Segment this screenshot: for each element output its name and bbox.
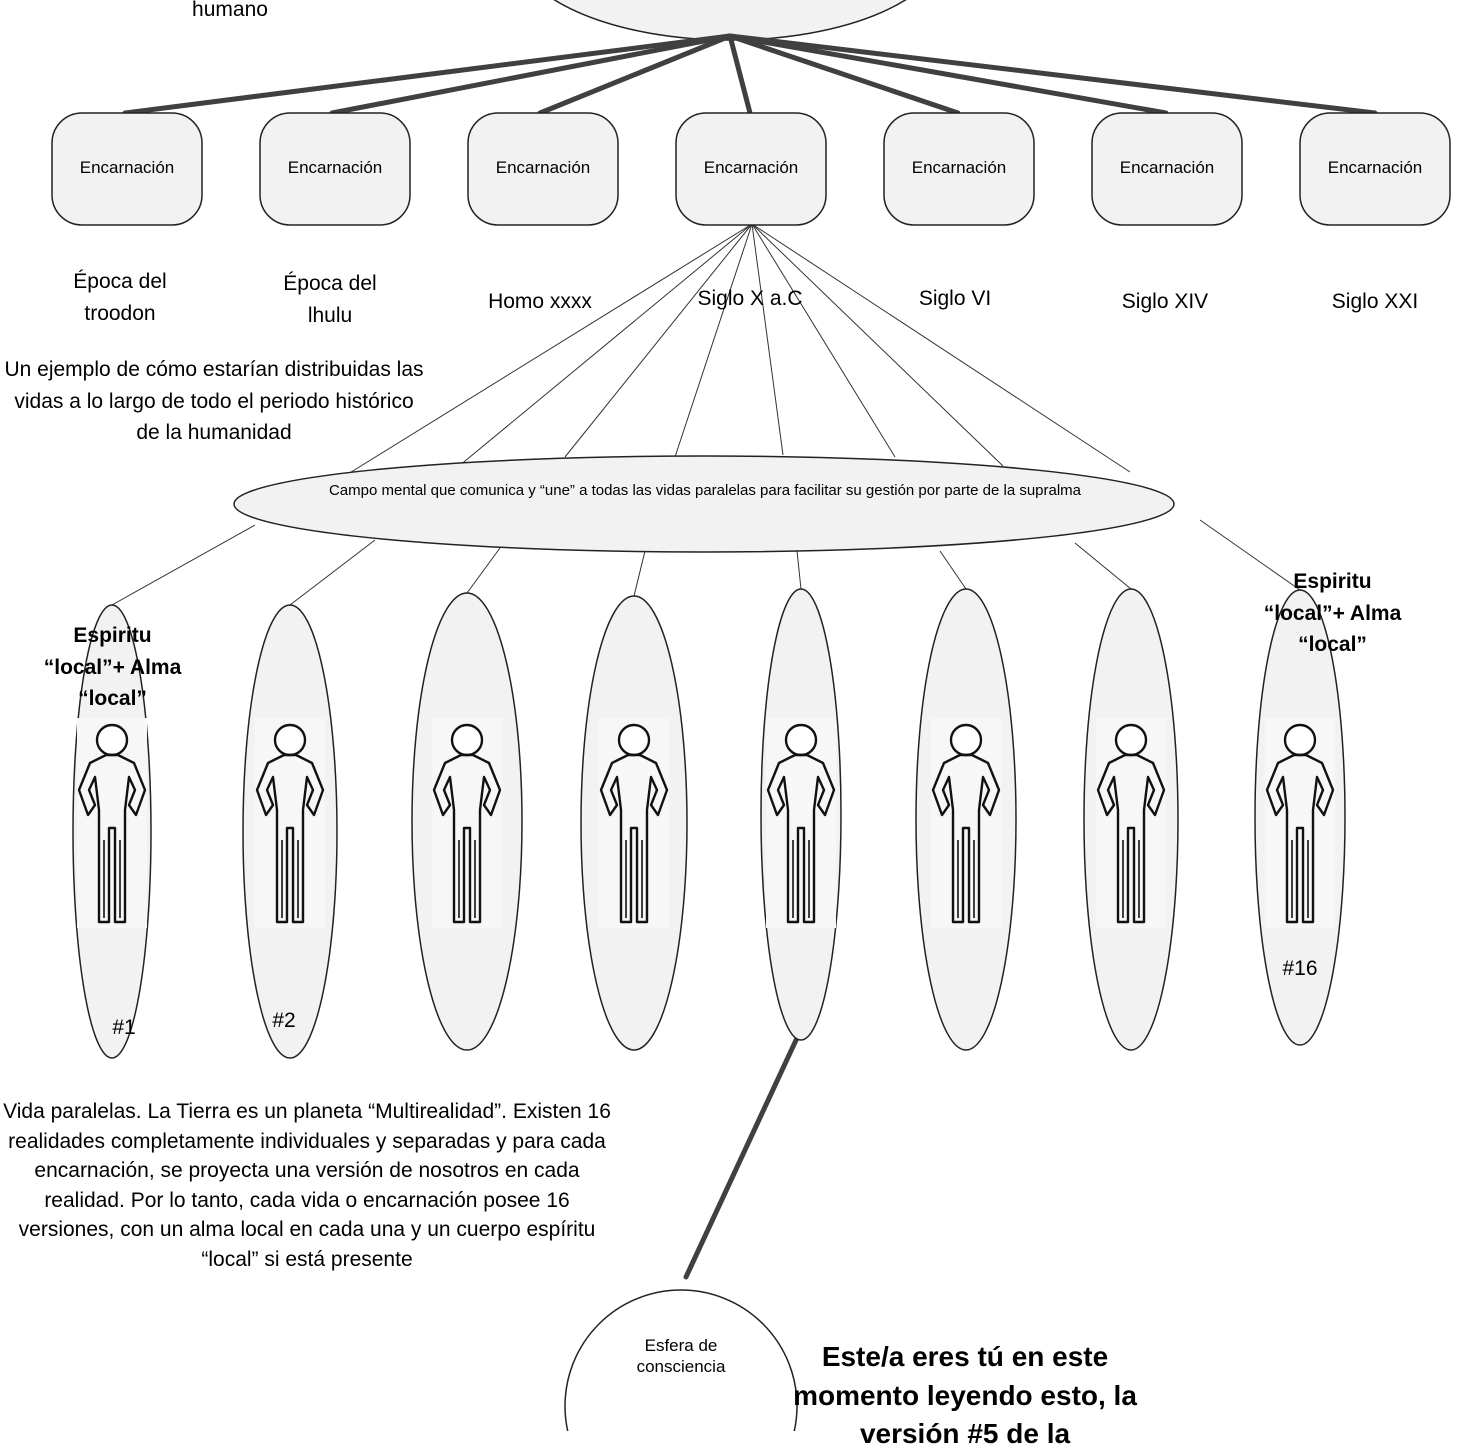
incarnation-box-4: Encarnación [703,158,799,177]
person-body [432,753,502,924]
mental-field-ellipse [233,455,1175,553]
person-head [95,723,129,757]
person-body [931,753,1001,924]
you-are-here-text: Este/a eres tú en este momento leyendo e… [793,1341,1137,1450]
version-number-2: #2 [272,1009,296,1032]
sphere-label: Esfera de consciencia [636,1336,726,1376]
person-body [766,753,836,924]
example-note: Un ejemplo de cómo estarían distribuidas… [4,358,424,444]
sphere-connector [683,1035,800,1280]
thin-connectors-lower [111,519,1301,606]
incarnation-box-7: Encarnación [1327,158,1423,177]
version-pod [580,595,688,1051]
person-head [1283,723,1317,757]
era-label-4: Siglo X a.C [697,287,803,310]
person-head [1114,723,1148,757]
incarnation-box-6: Encarnación [1119,158,1215,177]
version-pod [915,588,1017,1051]
top-label: humano [192,0,268,21]
era-label-7: Siglo XXI [1331,290,1419,313]
era-label-6: Siglo XIV [1121,290,1209,313]
person-head [784,723,818,757]
version-number-1: #1 [112,1016,136,1039]
person-head [617,723,651,757]
version-pods [72,588,1346,1059]
parallel-lives-text: Vida paralelas. La Tierra es un planeta … [3,1100,611,1272]
thin-connectors-upper [334,223,1131,483]
version-pod [1254,589,1346,1046]
incarnation-box-shape [675,112,827,226]
person-body [599,753,669,924]
person-head [949,723,983,757]
incarnation-box-shape [467,112,619,226]
incarnation-box-shape [1299,112,1451,226]
person-body [1265,753,1335,924]
incarnation-box-shape [259,112,411,226]
era-label-3: Homo xxxx [488,290,592,313]
incarnation-box-1: Encarnación [79,158,175,177]
person-body [255,753,325,924]
version-pod [242,604,338,1059]
version-pod [411,592,523,1051]
person-body [77,753,147,924]
consciousness-sphere [564,1289,798,1431]
spirit-label-right: Espiritu “local”+ Alma “local” [1263,570,1402,656]
version-number-16: #16 [1282,957,1318,980]
era-label-2: Época del lhulu [283,272,377,327]
version-pod [760,588,842,1041]
person-head [450,723,484,757]
incarnation-box-shape [51,112,203,226]
incarnation-box-3: Encarnación [495,158,591,177]
incarnation-box-shape [883,112,1035,226]
incarnation-box-shape [1091,112,1243,226]
era-label-1: Época del troodon [73,270,167,325]
person-head [273,723,307,757]
spirit-label-left: Espiritu “local”+ Alma “local” [43,624,182,710]
incarnation-box-5: Encarnación [911,158,1007,177]
top-connectors [122,33,1378,116]
mental-field-label: Campo mental que comunica y “une” a toda… [328,482,1082,499]
version-pod [1083,588,1179,1051]
incarnation-box-2: Encarnación [287,158,383,177]
incarnation-boxes [51,112,1451,226]
version-pod [72,604,152,1059]
person-body [1096,753,1166,924]
era-label-5: Siglo VI [918,287,992,310]
